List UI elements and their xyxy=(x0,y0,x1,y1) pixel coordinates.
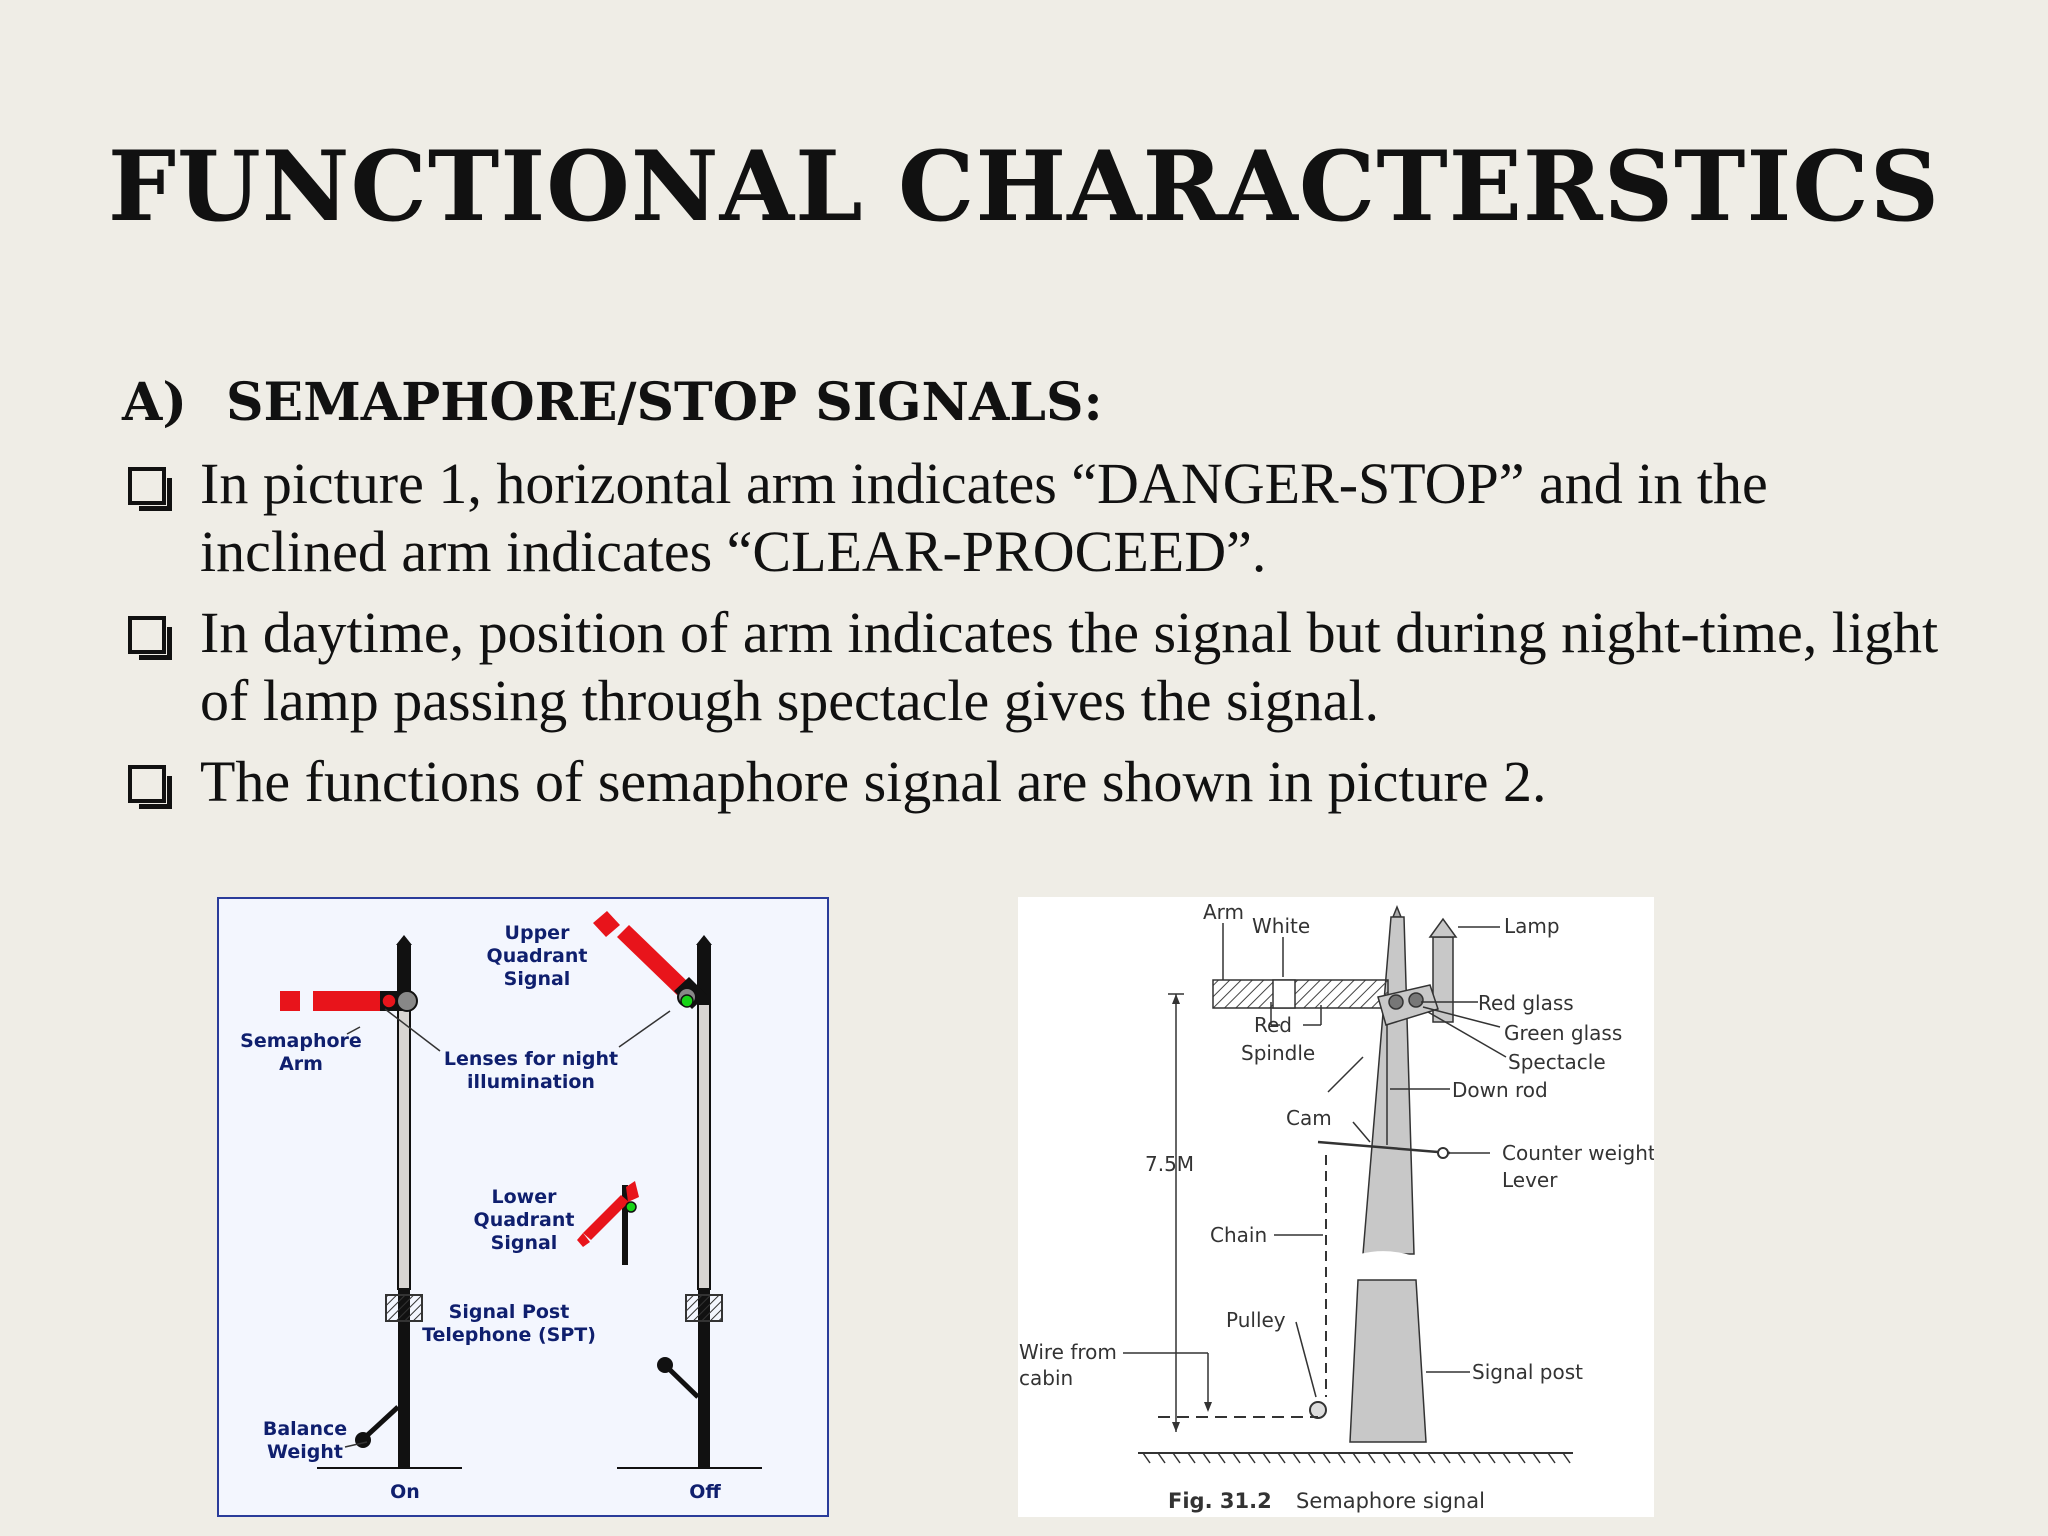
section-heading: A) SEMAPHORE/STOP SIGNALS: xyxy=(122,372,1103,433)
label-wire-from-cabin: Wire from xyxy=(1019,1340,1117,1364)
checkbox-bullet-icon xyxy=(128,765,172,809)
semaphore-arm xyxy=(1212,979,1439,1026)
bullet-text: In daytime, position of arm indicates th… xyxy=(200,600,1939,733)
label-lamp: Lamp xyxy=(1504,914,1560,938)
label-lower-quadrant: Quadrant xyxy=(474,1209,575,1231)
label-lenses: illumination xyxy=(467,1071,595,1093)
label-lower-quadrant: Lower xyxy=(492,1186,558,1208)
green-lens-icon xyxy=(680,994,694,1008)
balance-weight-icon xyxy=(657,1357,673,1373)
bullet-item: In picture 1, horizontal arm indicates “… xyxy=(125,450,1955,586)
red-lens-icon xyxy=(381,993,397,1009)
bullet-list: In picture 1, horizontal arm indicates “… xyxy=(125,450,1955,829)
counter-weight xyxy=(1437,1147,1449,1159)
label-height: 7.5M xyxy=(1145,1152,1194,1176)
label-wire-from-cabin: cabin xyxy=(1019,1366,1073,1390)
label-red-glass: Red glass xyxy=(1478,991,1574,1015)
label-spt: Telephone (SPT) xyxy=(422,1324,596,1346)
bullet-text: The functions of semaphore signal are sh… xyxy=(200,749,1547,814)
label-arm: Arm xyxy=(1203,900,1244,924)
lower-quadrant-signal xyxy=(577,1181,639,1265)
picture-1-semaphore-diagram: Upper Quadrant Signal Semaphore Arm Lens… xyxy=(217,897,829,1517)
label-counter-weight: Counter weight xyxy=(1502,1141,1654,1165)
label-upper-quadrant: Quadrant xyxy=(487,945,588,967)
label-cam: Cam xyxy=(1286,1106,1332,1130)
label-green-glass: Green glass xyxy=(1504,1021,1622,1045)
signal-post-off xyxy=(685,935,723,1468)
label-chain: Chain xyxy=(1210,1223,1267,1247)
ground-hatch xyxy=(1142,1452,1571,1464)
checkbox-bullet-icon xyxy=(128,616,172,660)
label-upper-quadrant: Signal xyxy=(504,968,571,990)
label-spt: Signal Post xyxy=(449,1301,570,1323)
figure-caption-number: Fig. 31.2 xyxy=(1168,1489,1272,1513)
label-balance-weight: Weight xyxy=(267,1441,343,1463)
label-balance-weight: Balance xyxy=(263,1418,347,1440)
section-heading-text: SEMAPHORE/STOP SIGNALS: xyxy=(226,372,1103,433)
figure-caption-text: Semaphore signal xyxy=(1296,1489,1485,1513)
bullet-text: In picture 1, horizontal arm indicates “… xyxy=(200,451,1768,584)
label-semaphore-arm: Arm xyxy=(279,1053,323,1075)
label-lower-quadrant: Signal xyxy=(491,1232,558,1254)
label-lenses: Lenses for night xyxy=(444,1048,618,1070)
lamp-icon xyxy=(396,990,418,1012)
lamp-assembly xyxy=(1428,917,1458,1023)
signal-post-on xyxy=(385,935,423,1468)
label-pulley: Pulley xyxy=(1226,1308,1286,1332)
picture-2-leader-lines xyxy=(1222,923,1507,1398)
picture-2-semaphore-signal-figure: Arm White Lamp Red Spindle Red glass Gre… xyxy=(1018,897,1654,1517)
spt-box-on xyxy=(385,1294,423,1322)
section-label: A) xyxy=(122,372,187,433)
label-red: Red xyxy=(1254,1013,1292,1037)
bullet-item: In daytime, position of arm indicates th… xyxy=(125,599,1955,735)
label-signal-post: Signal post xyxy=(1472,1360,1583,1384)
semaphore-arm-inclined xyxy=(593,911,707,1009)
label-down-rod: Down rod xyxy=(1452,1078,1548,1102)
label-spectacle: Spectacle xyxy=(1508,1050,1606,1074)
label-spindle: Spindle xyxy=(1241,1041,1315,1065)
slide-title: FUNCTIONAL CHARACTERSTICS xyxy=(107,130,1941,243)
lever xyxy=(1317,1140,1451,1155)
checkbox-bullet-icon xyxy=(128,467,172,511)
bullet-item: The functions of semaphore signal are sh… xyxy=(125,748,1955,816)
label-white: White xyxy=(1252,914,1310,938)
semaphore-arm-horizontal xyxy=(280,990,418,1012)
label-lever: Lever xyxy=(1502,1168,1558,1192)
label-upper-quadrant: Upper xyxy=(505,922,571,944)
label-off: Off xyxy=(689,1481,721,1503)
label-semaphore-arm: Semaphore xyxy=(240,1030,362,1052)
spt-box-off xyxy=(685,1294,723,1322)
pulley-icon xyxy=(1309,1401,1327,1419)
balance-weight-icon xyxy=(355,1432,371,1448)
label-on: On xyxy=(390,1481,420,1503)
green-lens-icon xyxy=(625,1201,637,1213)
